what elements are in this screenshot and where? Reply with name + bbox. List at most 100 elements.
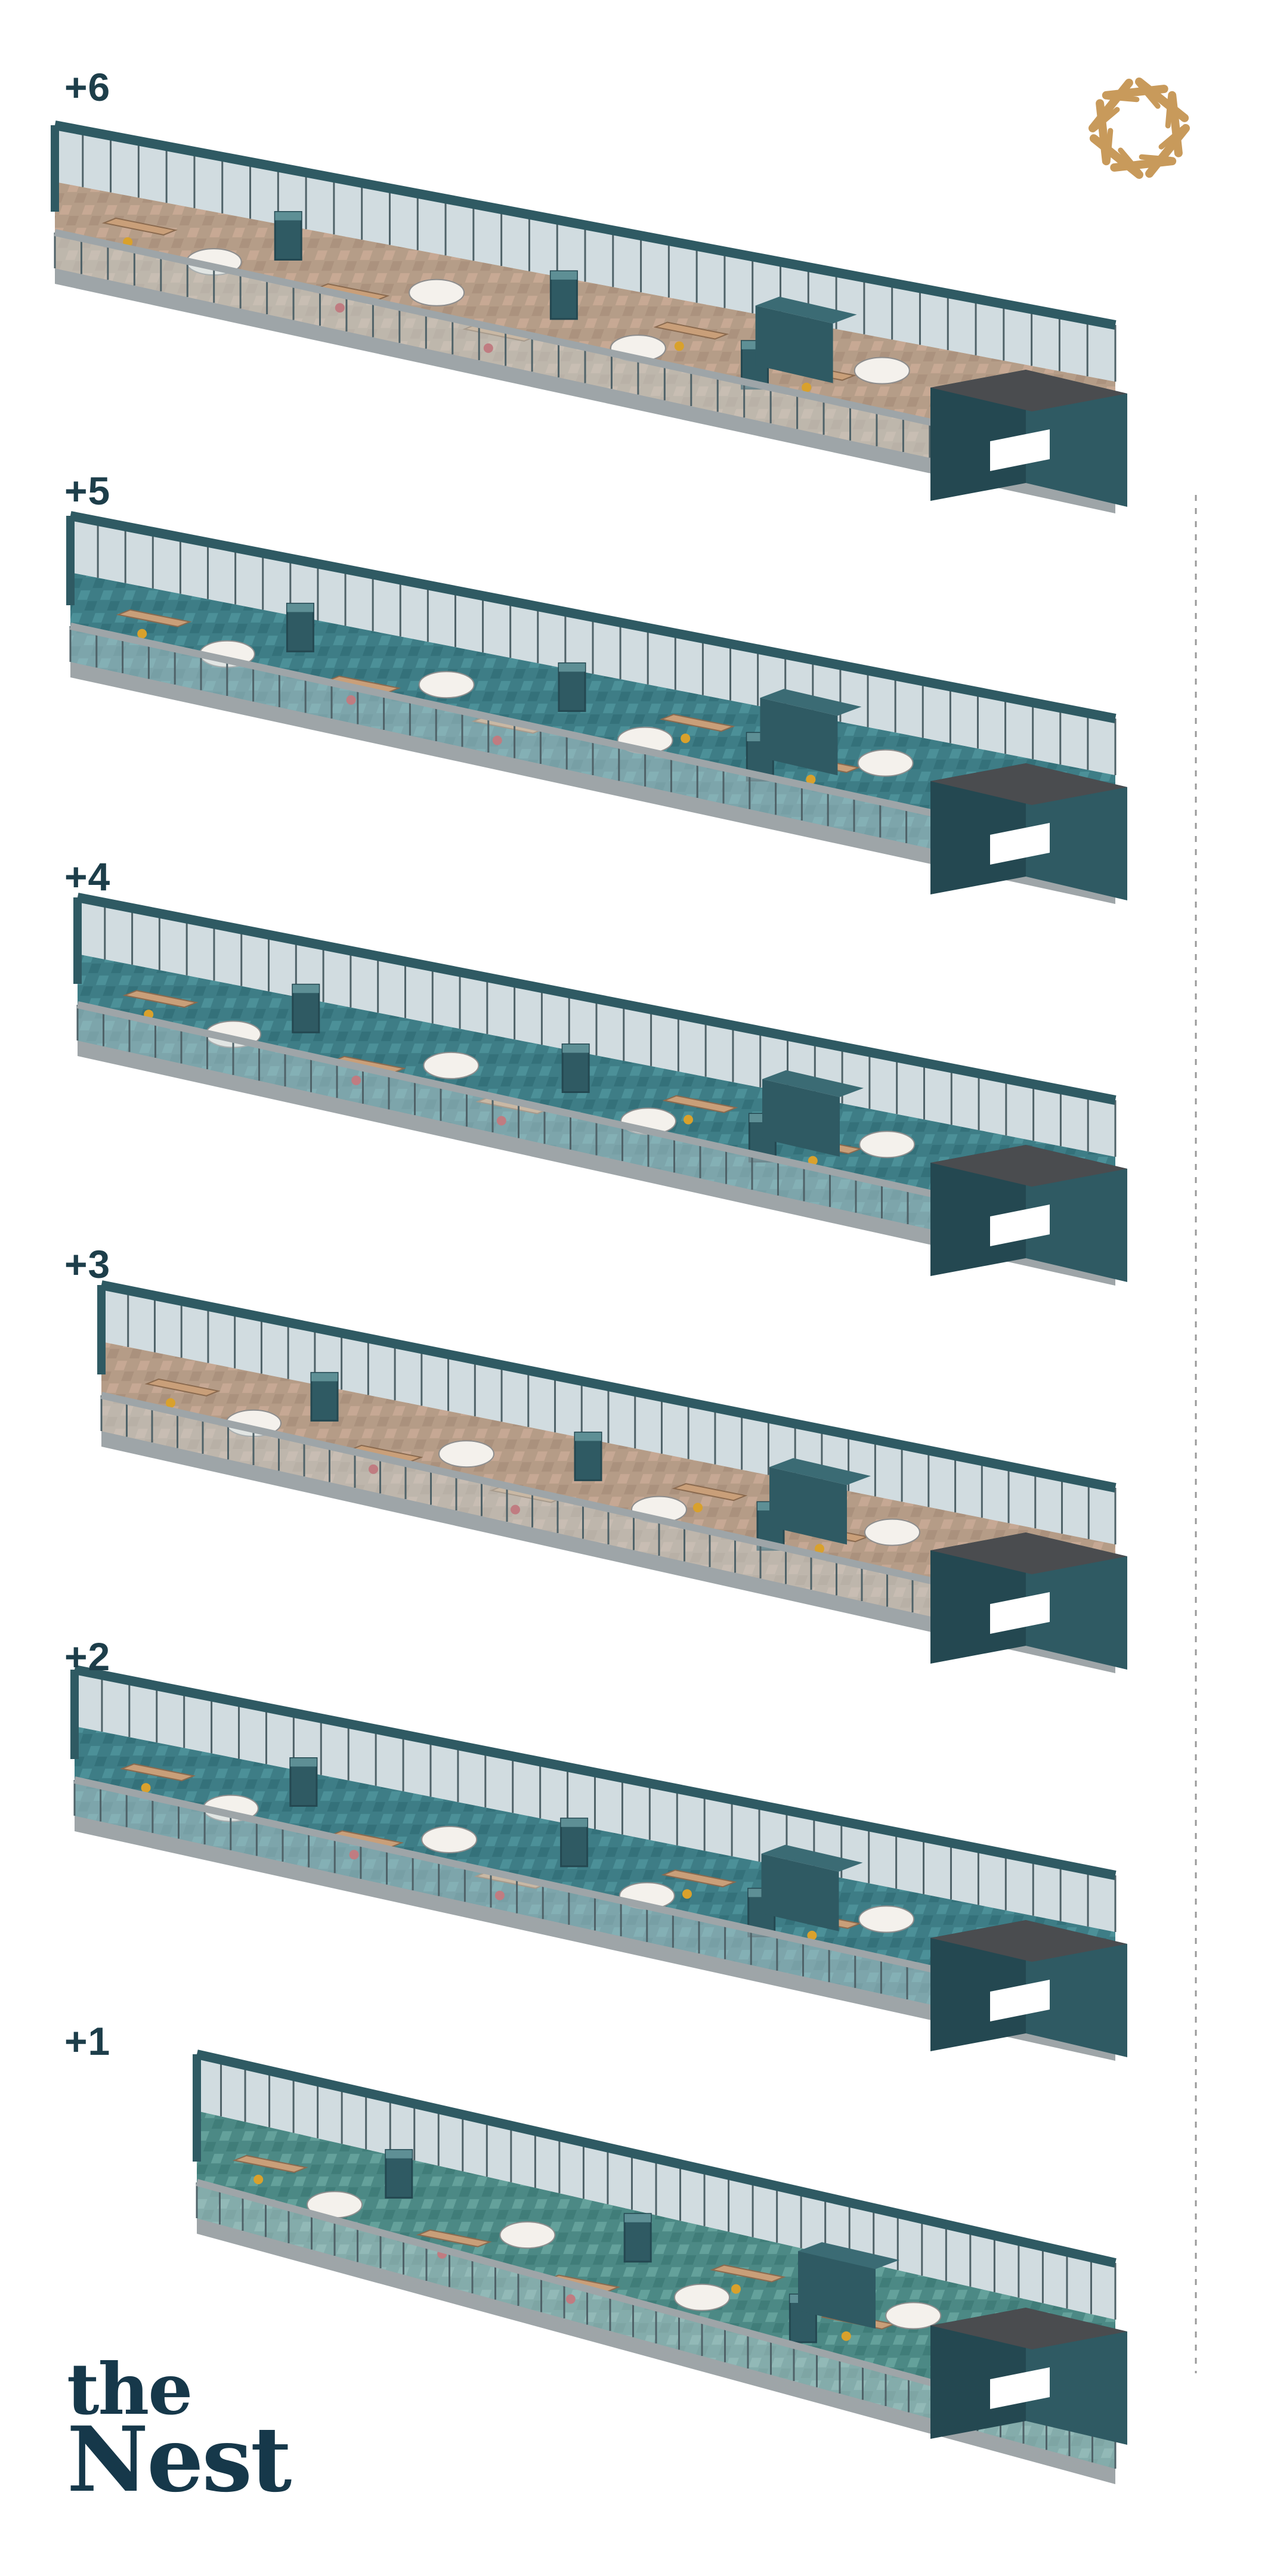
chair xyxy=(496,1116,506,1126)
chair xyxy=(815,1544,824,1554)
tower-top xyxy=(311,1373,338,1382)
floor-label-3: +3 xyxy=(64,1242,111,1286)
floor-plate-1 xyxy=(193,2049,1127,2484)
floor-label-2: +2 xyxy=(64,1634,111,1679)
tower-top xyxy=(575,1432,601,1441)
chair xyxy=(841,2331,851,2341)
slab-edge xyxy=(55,268,1115,513)
chair xyxy=(369,1464,378,1474)
meeting-pod-roof xyxy=(798,2242,899,2270)
chair xyxy=(483,343,493,353)
service-core-roof xyxy=(930,1145,1127,1187)
wreath-twig xyxy=(1118,147,1142,175)
desk xyxy=(672,1483,748,1501)
tower-top xyxy=(559,663,585,672)
chair xyxy=(351,1075,361,1085)
round-table xyxy=(499,2221,556,2249)
desk xyxy=(232,2154,308,2173)
meeting-pod xyxy=(762,1079,840,1157)
tower-top xyxy=(385,2150,412,2159)
desk xyxy=(120,1763,196,1782)
interwoven-branches-wreath-icon xyxy=(1088,78,1190,179)
floor-stack xyxy=(51,120,1127,2484)
back-beam xyxy=(73,1665,1117,1880)
chair xyxy=(166,1398,175,1408)
meeting-pod-roof xyxy=(760,689,862,716)
desk xyxy=(710,2264,786,2283)
chair xyxy=(137,628,147,639)
meeting-pod xyxy=(761,1853,839,1931)
round-table xyxy=(423,1051,480,1079)
chair xyxy=(253,2175,264,2184)
tower-top xyxy=(287,603,314,612)
chair xyxy=(492,735,502,745)
core-void xyxy=(990,429,1050,471)
chair xyxy=(682,1889,692,1899)
back-beam xyxy=(69,511,1117,723)
floor-plate-2 xyxy=(70,1665,1127,2061)
chair xyxy=(684,1114,693,1125)
slab-edge xyxy=(78,1041,1115,1286)
desk xyxy=(144,1378,221,1397)
tower-top xyxy=(275,212,302,221)
round-table xyxy=(409,278,465,306)
slab-edge xyxy=(70,662,1115,904)
core-void xyxy=(990,1205,1050,1246)
service-core-roof xyxy=(930,370,1127,411)
desk xyxy=(116,609,192,627)
wreath-twig xyxy=(1139,154,1173,162)
brand-line-1: the xyxy=(67,2348,193,2431)
core-void xyxy=(990,2367,1050,2409)
round-table xyxy=(674,2283,730,2311)
round-table xyxy=(418,671,475,699)
round-table xyxy=(853,357,910,385)
chair xyxy=(731,2284,741,2294)
chair xyxy=(565,2294,576,2304)
brand-wordmark: the Nest xyxy=(67,2348,292,2512)
slab-edge xyxy=(197,2218,1115,2484)
wreath-branch xyxy=(1168,91,1183,157)
core-void xyxy=(990,823,1050,865)
chair xyxy=(494,1890,505,1900)
meeting-pod-roof xyxy=(762,1070,864,1097)
core-void xyxy=(990,1592,1050,1634)
wreath-twig xyxy=(1136,81,1161,109)
service-core-roof xyxy=(930,1532,1127,1574)
round-table xyxy=(857,749,914,777)
meeting-pod-roof xyxy=(755,296,857,324)
floor-plate-5 xyxy=(66,511,1127,904)
meeting-pod-roof xyxy=(769,1458,871,1485)
wreath-twig xyxy=(1092,107,1120,131)
chair xyxy=(808,1156,818,1166)
meeting-pod-roof xyxy=(761,1844,863,1872)
brand-line-2: Nest xyxy=(67,2407,292,2512)
chair xyxy=(802,382,812,392)
desk xyxy=(101,217,178,236)
floor-label-5: +5 xyxy=(64,469,111,513)
round-table xyxy=(885,2302,942,2330)
tower-top xyxy=(562,1044,589,1053)
desk xyxy=(653,321,729,340)
floor-plate-4 xyxy=(73,893,1127,1286)
round-table xyxy=(859,1131,916,1159)
desk xyxy=(661,1869,737,1888)
floor-label-4: +4 xyxy=(64,854,111,899)
slab-edge xyxy=(101,1431,1115,1673)
tower-top xyxy=(561,1818,587,1827)
chair xyxy=(693,1503,703,1513)
floor-label-6: +6 xyxy=(64,65,111,109)
chair xyxy=(807,1930,817,1940)
floor-plate-3 xyxy=(97,1280,1127,1673)
round-table xyxy=(858,1905,915,1933)
chair xyxy=(806,775,816,785)
service-core-roof xyxy=(930,1920,1127,1962)
tower-top xyxy=(551,271,577,280)
desk xyxy=(659,714,735,732)
floor-plate-6 xyxy=(51,120,1127,513)
desk xyxy=(662,1095,738,1113)
desk xyxy=(416,2229,492,2247)
chair xyxy=(141,1783,151,1793)
service-core-roof xyxy=(930,2308,1127,2349)
chair xyxy=(681,733,691,744)
